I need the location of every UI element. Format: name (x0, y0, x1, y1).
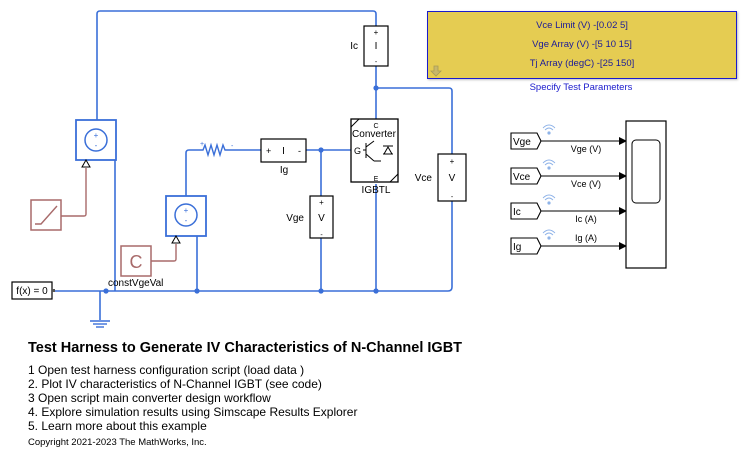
wire-collector-to-vce[interactable] (376, 87, 453, 154)
signal-row-vce: Vce Vce (V) (510, 159, 627, 189)
signal-line-label: Vce (V) (571, 179, 601, 189)
signal-const-to-vsrc[interactable] (151, 244, 177, 262)
from-tag-label: Vce (513, 172, 531, 183)
signal-logging-icon (542, 159, 556, 170)
vsrc1-minus: - (95, 141, 98, 150)
junction-dot (103, 288, 109, 294)
step-4-link[interactable]: 4. Explore simulation results using Sims… (28, 405, 358, 419)
from-tag-label: Vge (513, 137, 531, 148)
ramp-icon (35, 205, 58, 225)
signal-logging-icon (542, 229, 556, 240)
vsrc1-plus: + (94, 131, 99, 140)
voltage-sensor-vge[interactable]: + V - (309, 195, 334, 239)
annotation-line-vge-array: Vge Array (V) -[5 10 15] (532, 39, 632, 50)
wire-top[interactable] (96, 10, 377, 120)
annotation-line-vce-limit: Vce Limit (V) -[0.02 5] (536, 20, 628, 31)
vge-plus: + (319, 198, 324, 207)
junction-dot (318, 288, 324, 294)
wire-vsrc2-to-resistor[interactable] (185, 149, 200, 196)
input-port-icon (171, 234, 181, 244)
step-1-link[interactable]: 1 Open test harness configuration script… (28, 363, 305, 377)
junction-dot (318, 147, 324, 153)
scope-screen-icon (631, 139, 661, 204)
from-tag-label: Ic (513, 207, 521, 218)
vce-label: Vce (415, 173, 433, 184)
signal-line-label: Vge (V) (571, 144, 602, 154)
igbt-port-e: E (374, 176, 379, 183)
copyright: Copyright 2021-2023 The MathWorks, Inc. (28, 437, 207, 448)
controlled-voltage-source-gate[interactable]: + - (165, 195, 207, 244)
resistor-minus: - (231, 143, 234, 150)
annotation-line-tj-array: Tj Array (degC) -[25 150] (529, 58, 635, 69)
resistor-icon (200, 142, 234, 158)
igbt-label: IGBTL (362, 185, 391, 196)
ig-minus: - (298, 146, 301, 156)
controlled-voltage-source-collector[interactable]: + - (75, 119, 117, 168)
vsrc2-minus: - (185, 216, 188, 225)
signal-row-vge: Vge Vge (V) (510, 124, 627, 154)
igbt-port-g: G (354, 146, 361, 156)
resistor-plus: + (200, 141, 204, 148)
test-parameters-annotation[interactable]: Vce Limit (V) -[0.02 5] Vge Array (V) -[… (427, 11, 737, 79)
vge-minus: - (320, 232, 323, 239)
junctions (103, 85, 379, 294)
ig-plus: + (266, 146, 271, 156)
ic-label: Ic (350, 41, 358, 52)
ic-glyph: I (375, 41, 378, 52)
signal-line-label: Ic (A) (575, 214, 597, 224)
ic-plus: + (374, 28, 379, 37)
voltage-sensor-vce[interactable]: + V - (437, 153, 467, 202)
signal-logging-icon (542, 124, 556, 135)
igbt-block[interactable]: C Converter G E (350, 118, 399, 183)
igbt-symbol-icon (363, 140, 393, 162)
step-5-link[interactable]: 5. Learn more about this example (28, 419, 207, 433)
signal-ramp-to-vsrc[interactable] (61, 168, 87, 217)
constant-glyph: C (130, 252, 143, 272)
junction-dot (194, 288, 200, 294)
vge-glyph: V (318, 213, 325, 224)
constant-block[interactable]: C (120, 245, 152, 277)
junction-dot (373, 288, 379, 294)
wire-vce-to-bus[interactable] (447, 200, 453, 292)
vge-label: Vge (286, 213, 304, 224)
ic-minus: - (375, 59, 378, 66)
vce-plus: + (450, 157, 455, 166)
vsrc2-plus: + (184, 206, 189, 215)
current-sensor-ic[interactable]: + I - (363, 25, 389, 67)
annotation-label: Specify Test Parameters (529, 82, 633, 93)
input-port-icon (81, 158, 91, 168)
ig-glyph: I (282, 146, 285, 157)
igbt-inner-label: Converter (352, 129, 397, 140)
ramp-block[interactable] (30, 199, 62, 231)
signal-row-ig: Ig Ig (A) (510, 229, 627, 255)
vce-minus: - (451, 194, 454, 201)
down-arrow-icon[interactable] (430, 65, 442, 77)
constant-label: constVgeVal (108, 278, 163, 289)
from-tag-vge[interactable] (510, 132, 542, 150)
from-tag-label: Ig (513, 242, 521, 253)
signal-line-label: Ig (A) (575, 233, 597, 243)
signal-row-ic: Ic Ic (A) (510, 194, 627, 224)
page-title: Test Harness to Generate IV Characterist… (28, 340, 463, 356)
current-sensor-ig[interactable]: + I - (260, 138, 307, 163)
scope-block[interactable] (625, 120, 667, 269)
from-tag-ic[interactable] (510, 202, 542, 220)
resistor[interactable]: + - (200, 141, 234, 158)
physical-connections (55, 10, 453, 320)
signal-group: Vge Vge (V) Vce Vce (V) Ic Ic (A) Ig Ig (A) (510, 124, 627, 255)
step-2-link[interactable]: 2. Plot IV characteristics of N-Channel … (28, 377, 322, 391)
solver-configuration-block[interactable]: f(x) = 0 (11, 281, 55, 300)
igbt-port-c: C (373, 123, 378, 130)
junction-dot (373, 85, 379, 91)
electrical-reference-ground-icon[interactable] (90, 320, 110, 328)
ig-label: Ig (280, 165, 288, 176)
solver-label: f(x) = 0 (16, 286, 48, 297)
from-tag-ig[interactable] (510, 237, 542, 255)
vce-glyph: V (449, 173, 456, 184)
signal-logging-icon (542, 194, 556, 205)
step-3-link[interactable]: 3 Open script main converter design work… (28, 391, 271, 405)
from-tag-vce[interactable] (510, 167, 542, 185)
